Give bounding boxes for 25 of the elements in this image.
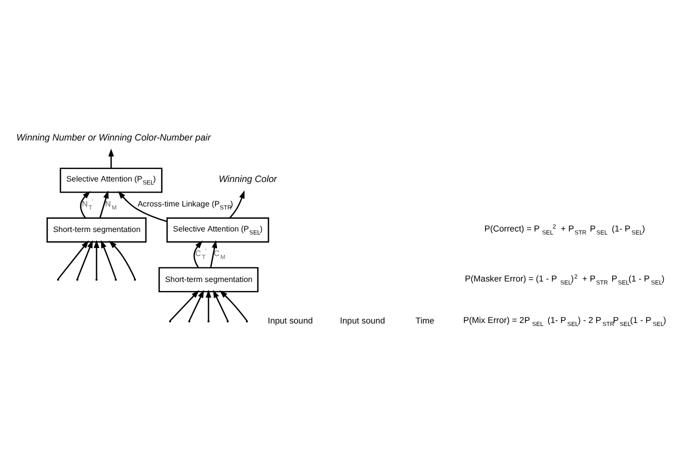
arrow xyxy=(188,289,204,320)
node-text: Winning Number or Winning Color-Number pair xyxy=(16,132,211,142)
arrow xyxy=(108,240,136,279)
arrow xyxy=(80,190,90,218)
arrow xyxy=(76,240,93,279)
arrow xyxy=(99,190,109,218)
arrow xyxy=(213,289,228,320)
arrow xyxy=(94,239,100,278)
arrow xyxy=(58,240,89,279)
arrow xyxy=(210,240,218,268)
arrow xyxy=(229,190,245,218)
arrow xyxy=(170,290,200,321)
arrow xyxy=(194,240,203,268)
arrow xyxy=(220,290,248,321)
label: Input sound xyxy=(268,315,313,326)
arrow xyxy=(206,289,212,320)
arrow xyxy=(118,190,168,222)
label: P(Masker Error) = (1 - P$_{SEL}$)$^{2}$ + P$_{STR}$ P$_{SEL}$(1 - P$_{SEL}$) xyxy=(464,272,665,286)
label: P(Mix Error) = 2P$_{SEL}$ (1- P$_{SEL}$) - 2 P$_{STR}$P$_{SEL}$(1 - P$_{SEL}$) xyxy=(463,314,666,328)
label: Input sound xyxy=(340,315,386,326)
label: Time xyxy=(416,315,434,326)
label: P(Correct) = P$_{SEL}$$^{2}$ + P$_{STR}$ P$_{SEL}$ (1- P$_{SEL}$) xyxy=(484,223,645,236)
arrow xyxy=(100,240,116,279)
node-text: Winning Color xyxy=(218,174,277,184)
arrow xyxy=(108,148,114,168)
